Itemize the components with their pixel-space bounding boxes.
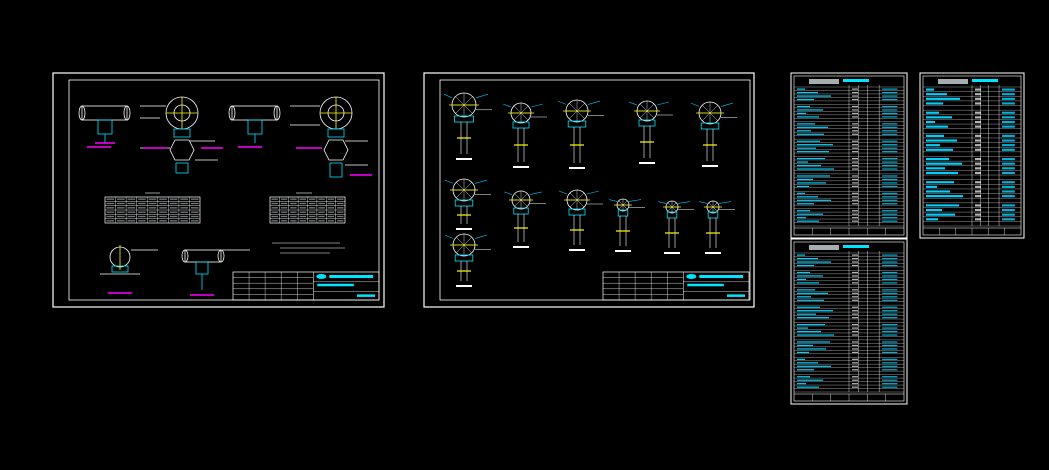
- clamp-detail: [698, 200, 735, 254]
- support-detail-4: [181, 249, 250, 296]
- spec-table-1: [104, 192, 201, 224]
- title-block-1: [232, 271, 380, 301]
- sheet-2: [423, 72, 755, 308]
- clamp-detail: [557, 99, 604, 169]
- sheet-1: [52, 72, 385, 308]
- clamp-detail: [657, 200, 694, 254]
- sheet-4: [919, 72, 1025, 239]
- clamp-detail: [503, 190, 546, 248]
- support-detail-3: [100, 245, 158, 294]
- clamp-detail: [608, 198, 645, 252]
- spec-table-2: [269, 192, 346, 224]
- notes-block: [272, 242, 345, 254]
- support-detail-1: [78, 105, 131, 144]
- sheet-3: [790, 72, 908, 239]
- sheet-5: [790, 238, 908, 405]
- clamp-detail: [628, 100, 673, 164]
- clamp-detail: [502, 102, 547, 168]
- clamp-detail: [444, 178, 491, 230]
- support-detail-2: [228, 105, 281, 143]
- clamp-detail: [444, 233, 491, 287]
- clamp-detail-2: [290, 96, 368, 178]
- title-block-2: [602, 271, 750, 301]
- clamp-detail: [558, 189, 603, 251]
- clamp-detail: [443, 92, 492, 160]
- clamp-detail: [690, 101, 737, 167]
